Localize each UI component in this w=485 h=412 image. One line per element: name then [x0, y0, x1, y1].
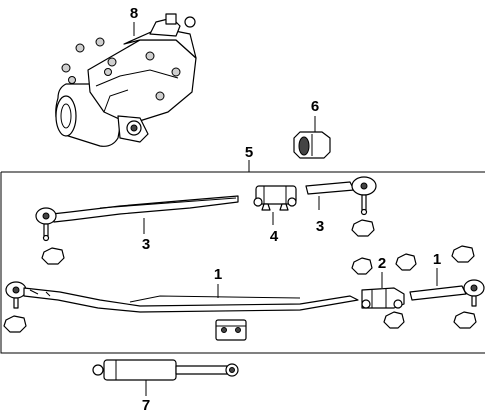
castle-nut-sleeve-left [351, 257, 373, 275]
tie-rod-upper-left: 3 [35, 195, 239, 253]
castle-nut-right-upper [451, 245, 475, 263]
adjuster-sleeve: 2 [361, 255, 405, 309]
steering-gear-box: 8 [55, 5, 197, 147]
steering-damper: 7 [92, 359, 239, 412]
castle-nut-sleeve-lower [383, 311, 405, 329]
castle-nut-upper-left [41, 247, 65, 265]
mount-bushing: 6 [293, 98, 331, 159]
callout-7: 7 [142, 397, 150, 412]
castle-nut-upper-right [351, 219, 375, 237]
callout-1-center: 1 [214, 266, 222, 283]
tie-rod-outer-end: 1 [409, 251, 485, 307]
clamp-plate [215, 319, 247, 341]
tie-rod-end-right: 3 [305, 176, 377, 235]
kit-bracket: 5 [0, 144, 485, 354]
castle-nut-right-lower [453, 311, 477, 329]
callout-1-right: 1 [433, 251, 441, 268]
adjuster-clamp: 4 [253, 185, 297, 245]
callout-2: 2 [378, 255, 386, 272]
castle-nut-lower-left [3, 315, 27, 333]
castle-nut-sleeve-right [395, 253, 417, 271]
callout-3-right: 3 [316, 218, 324, 235]
callout-8: 8 [130, 5, 138, 22]
callout-4: 4 [270, 228, 279, 245]
tie-rod-long: 1 [5, 266, 359, 313]
callout-3-left: 3 [142, 236, 150, 253]
callout-5: 5 [245, 144, 253, 161]
callout-6: 6 [311, 98, 319, 115]
